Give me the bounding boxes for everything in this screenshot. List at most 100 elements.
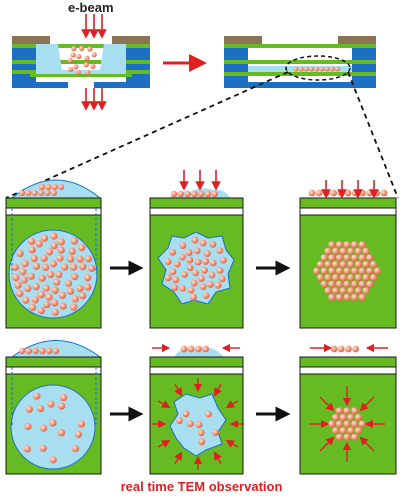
- nanoparticle: [209, 259, 217, 267]
- nanoparticle: [347, 413, 355, 422]
- nanoparticle: [354, 260, 362, 269]
- nanoparticle: [30, 254, 38, 263]
- nanoparticle: [197, 429, 205, 437]
- nanoparticle: [28, 237, 36, 245]
- nanoparticle: [35, 240, 43, 248]
- nanoparticle: [187, 420, 194, 428]
- nanoparticle: [208, 271, 216, 279]
- nanoparticle: [343, 433, 351, 441]
- nanoparticle: [73, 64, 79, 70]
- nanoparticle: [74, 430, 83, 439]
- nanoparticle: [366, 189, 373, 197]
- nanoparticle: [71, 273, 79, 281]
- nanoparticle: [79, 292, 87, 300]
- nanoparticle: [76, 255, 84, 263]
- nanoparticle: [29, 303, 37, 311]
- evaporation-arrow: [319, 436, 335, 452]
- nanoparticle: [179, 242, 187, 249]
- nanoparticle: [347, 426, 355, 435]
- nanoparticle: [343, 267, 351, 275]
- nanoparticle: [316, 273, 324, 282]
- nanoparticle: [354, 287, 362, 295]
- nanoparticle: [11, 263, 19, 271]
- nanoparticle: [179, 253, 186, 261]
- nanoparticle: [320, 280, 328, 288]
- nanoparticle: [84, 255, 93, 263]
- nanoparticle: [33, 392, 41, 400]
- nanoparticle: [83, 62, 89, 68]
- nanoparticle: [78, 420, 86, 428]
- nanoparticle: [52, 347, 60, 355]
- nanoparticle: [169, 268, 177, 276]
- nanoparticle: [194, 258, 202, 266]
- nanoparticle: [335, 293, 343, 301]
- evaporation-arrow: [359, 396, 375, 412]
- nanoparticle: [293, 66, 299, 72]
- nanoparticle: [70, 52, 76, 58]
- nanoparticle: [18, 347, 26, 355]
- nanoparticle: [314, 66, 320, 72]
- nanoparticle: [351, 267, 359, 275]
- nanoparticle: [339, 247, 347, 255]
- evaporation-arrow: [213, 383, 222, 397]
- nanoparticle: [24, 284, 32, 293]
- nanoparticle: [51, 190, 57, 196]
- nanoparticle: [332, 273, 340, 282]
- nanoparticle: [216, 267, 224, 274]
- nanoparticle: [169, 248, 177, 256]
- nanoparticle: [339, 273, 347, 282]
- nanoparticle: [182, 410, 190, 418]
- evaporation-arrow: [174, 451, 183, 465]
- nanoparticle: [344, 189, 352, 197]
- row2-panel2: [149, 345, 244, 475]
- nanoparticle: [358, 267, 366, 275]
- nanoparticle: [203, 250, 211, 258]
- nanoparticle: [85, 69, 91, 76]
- nanoparticle: [44, 190, 51, 196]
- nanoparticle: [339, 260, 347, 269]
- nanoparticle: [22, 296, 30, 304]
- nanoparticle: [351, 280, 359, 288]
- nanoparticle: [31, 190, 38, 196]
- nanoparticle: [328, 267, 336, 275]
- row2-panel3-inward-arrows: [309, 386, 385, 462]
- row1-panel2: [149, 188, 244, 329]
- nanoparticle: [59, 302, 67, 310]
- nanoparticle: [46, 347, 53, 355]
- nanoparticle: [195, 421, 203, 429]
- nanoparticle: [37, 306, 46, 315]
- nanoparticle: [192, 269, 199, 277]
- nanoparticle: [354, 273, 362, 282]
- nanoparticle: [358, 241, 366, 249]
- nanoparticle: [32, 282, 40, 291]
- nanoparticle: [172, 276, 180, 284]
- nanoparticle: [320, 254, 328, 262]
- nanoparticle: [57, 429, 66, 437]
- nanoparticle: [373, 267, 381, 275]
- nanoparticle: [309, 66, 314, 72]
- nanoparticle: [173, 260, 181, 268]
- nanoparticle: [24, 422, 32, 431]
- nanoparticle: [328, 280, 336, 288]
- nanoparticle: [87, 46, 93, 52]
- nanoparticle: [84, 283, 92, 291]
- evaporation-arrow: [213, 451, 222, 465]
- zoom-highlight: [285, 55, 351, 81]
- nanoparticle: [370, 273, 378, 282]
- nanoparticle: [332, 287, 340, 295]
- device1-particles: [67, 45, 97, 76]
- nanoparticle: [25, 347, 32, 355]
- nanoparticle: [45, 248, 54, 256]
- nanoparticle: [40, 254, 48, 262]
- nanoparticle: [75, 69, 81, 76]
- nanoparticle: [324, 66, 330, 72]
- nanoparticle: [190, 279, 198, 287]
- nanoparticle: [177, 190, 184, 198]
- nanoparticle: [23, 445, 31, 453]
- nanoparticle: [212, 429, 220, 437]
- nanoparticle: [347, 247, 355, 255]
- nanoparticle: [37, 404, 45, 413]
- nanoparticle: [328, 293, 336, 301]
- nanoparticle: [70, 263, 78, 271]
